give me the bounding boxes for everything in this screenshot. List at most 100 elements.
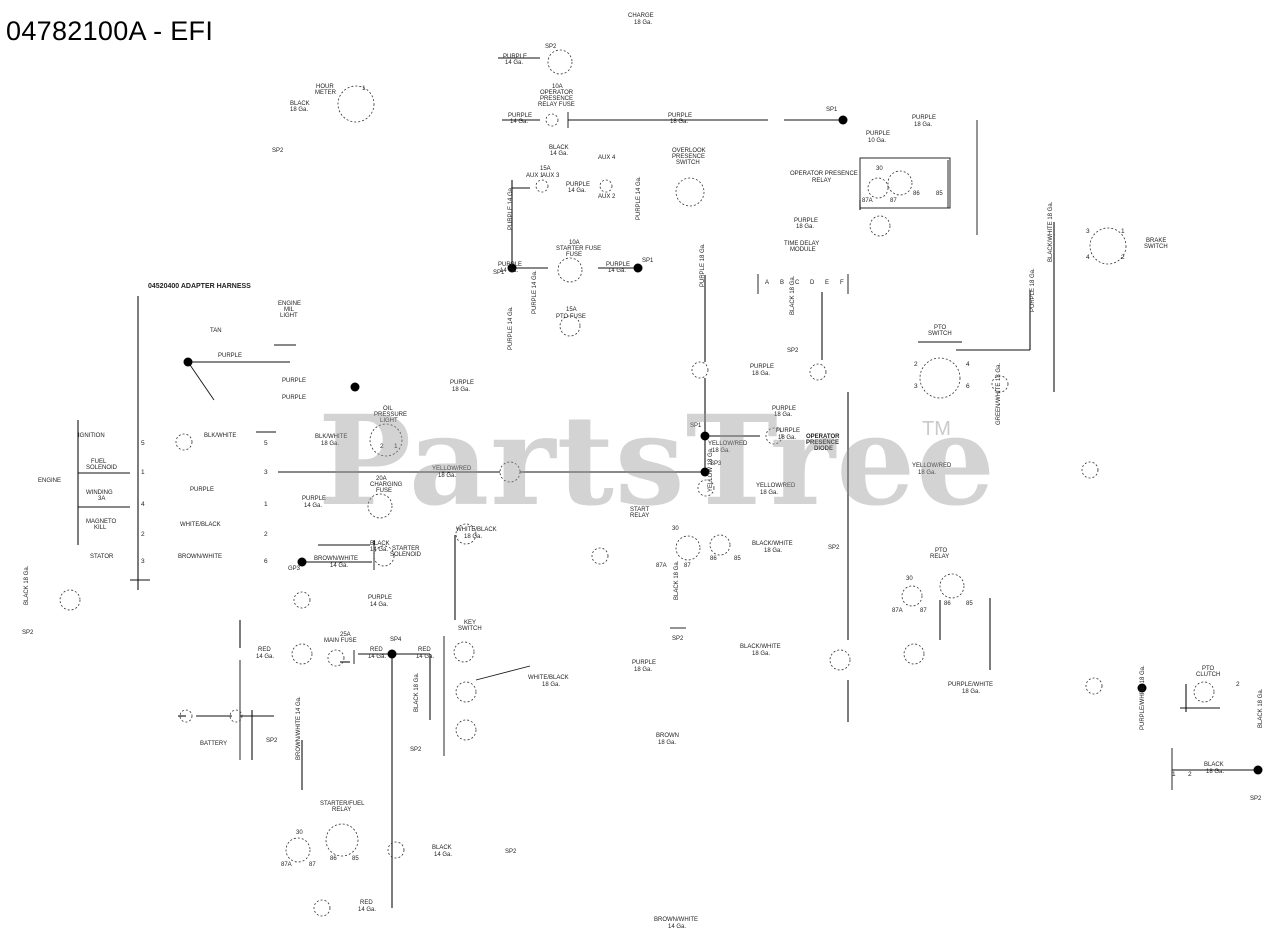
- pin-label: 2: [264, 531, 268, 538]
- label-label: 87A: [656, 563, 667, 569]
- label-label: A: [765, 280, 769, 286]
- pin-label: 2: [1121, 254, 1125, 261]
- label-label: BLACK/WHITE: [752, 541, 793, 547]
- label-label: 20A: [376, 476, 387, 482]
- pin-label: 3: [141, 558, 145, 565]
- label-label: 30: [876, 166, 883, 172]
- label-label: SP1: [642, 258, 654, 264]
- pin-label: 2: [1236, 681, 1240, 688]
- label-label: 18 Ga.: [634, 667, 652, 673]
- label-label: OVERLOOK: [672, 148, 706, 154]
- label-label: 18 Ga.: [918, 470, 936, 476]
- label-label: STARTER/FUEL: [320, 801, 365, 807]
- label-label: BLACK/WHITE: [740, 644, 781, 650]
- label-label: 14 Ga.: [568, 188, 586, 194]
- label-label: PURPLE: [606, 262, 630, 268]
- label-label: WINDING: [86, 490, 113, 496]
- label-label: 14 Ga.: [304, 503, 322, 509]
- label-label: 14 Ga.: [668, 924, 686, 930]
- vlabel-label: BLACK 18 Ga.: [414, 672, 420, 712]
- label-label: TIME DELAY: [784, 241, 819, 247]
- label-label: 18 Ga.: [542, 682, 560, 688]
- label-label: 18 Ga.: [914, 122, 932, 128]
- label-label: 30: [672, 526, 679, 532]
- label-label: 18 Ga.: [670, 119, 688, 125]
- label-label: SP3: [710, 461, 722, 467]
- label-label: 14 Ga.: [370, 547, 388, 553]
- label-label: PTO: [1202, 666, 1215, 672]
- label-label: 18 Ga.: [752, 651, 770, 657]
- label-label: 18 Ga.: [962, 689, 980, 695]
- label-label: PURPLE: [566, 182, 590, 188]
- label-label: BLACK: [370, 541, 390, 547]
- label-label: SP2: [272, 148, 284, 154]
- label-label: 14 Ga.: [416, 654, 434, 660]
- pin-label: 4: [1086, 254, 1090, 261]
- label-label: ENGINE: [38, 478, 61, 484]
- label-label: PTO: [935, 548, 948, 554]
- label-label: YELLOW/RED: [432, 466, 472, 472]
- label-label: 87: [920, 608, 927, 614]
- label-label: RED: [370, 647, 383, 653]
- label-label: 15A: [566, 307, 577, 313]
- vlabel-label: YELLOW 18 Ga.: [708, 447, 714, 492]
- components: [59, 49, 1215, 917]
- label-label: 86: [710, 556, 717, 562]
- label-label: OPERATOR: [540, 90, 574, 96]
- label-label: E: [825, 280, 829, 286]
- label-label: 85: [936, 191, 943, 197]
- label-label: PURPLE: [750, 364, 774, 370]
- pin-label: 1: [141, 469, 145, 476]
- wires: [77, 57, 1258, 908]
- label-label: STATOR: [90, 554, 114, 560]
- label-label: STARTER FUSE: [556, 246, 601, 252]
- label-label: BLACK: [549, 145, 569, 151]
- label-label: 14 Ga.: [256, 654, 274, 660]
- label-label: 10A: [569, 240, 580, 246]
- vlabel-label: BLACK 18 Ga.: [1258, 688, 1264, 728]
- label-label: FUSE: [376, 488, 392, 494]
- vlabel-label: PURPLE 14 Ga.: [508, 186, 514, 230]
- pin-label: 2: [380, 443, 384, 450]
- vlabel-label: PURPLE/WHITE 18 Ga.: [1140, 665, 1146, 730]
- label-label: TAN: [210, 328, 222, 334]
- vlabel-label: BLACK 18 Ga.: [674, 560, 680, 600]
- label-label: RELAY FUSE: [538, 102, 575, 108]
- label-label: OPERATOR: [806, 434, 840, 440]
- label-label: SOLENOID: [390, 552, 422, 558]
- page-title: 04782100A - EFI: [6, 16, 214, 46]
- label-label: KILL: [94, 525, 107, 531]
- pin-label: 4: [141, 501, 145, 508]
- label-label: PRESENCE: [540, 96, 573, 102]
- vlabel-label: PURPLE 14 Ga.: [508, 306, 514, 350]
- label-label: 18 Ga.: [1206, 769, 1224, 775]
- label-label: PURPLE: [450, 380, 474, 386]
- label-label: 15A: [540, 166, 551, 172]
- label-label: SP2: [505, 849, 517, 855]
- pin-label: 3: [1086, 228, 1090, 235]
- label-label: RELAY: [332, 807, 351, 813]
- label-label: ENGINE: [278, 301, 301, 307]
- label-label: C: [795, 280, 800, 286]
- label-label: WHITE/BLACK: [528, 675, 569, 681]
- label-label: PURPLE: [282, 395, 306, 401]
- watermark-text: PartsTree: [318, 389, 997, 534]
- label-label: PURPLE: [772, 406, 796, 412]
- vlabel-label: PURPLE 18 Ga.: [1030, 268, 1036, 312]
- label-label: PURPLE: [190, 487, 214, 493]
- splice-dots: [183, 115, 1263, 775]
- label-label: 18 Ga.: [321, 441, 339, 447]
- label-label: YELLOW/RED: [756, 483, 796, 489]
- label-label: 18 Ga.: [796, 224, 814, 230]
- vlabel-label: BROWN/WHITE 14 Ga.: [296, 696, 302, 760]
- label-label: SWITCH: [928, 331, 952, 337]
- label-label: PURPLE: [794, 218, 818, 224]
- label-label: OIL: [383, 406, 393, 412]
- label-label: KEY: [464, 620, 476, 626]
- pin-label: 3: [264, 469, 268, 476]
- label-label: LIGHT: [380, 418, 398, 424]
- label-label: 14 Ga.: [370, 602, 388, 608]
